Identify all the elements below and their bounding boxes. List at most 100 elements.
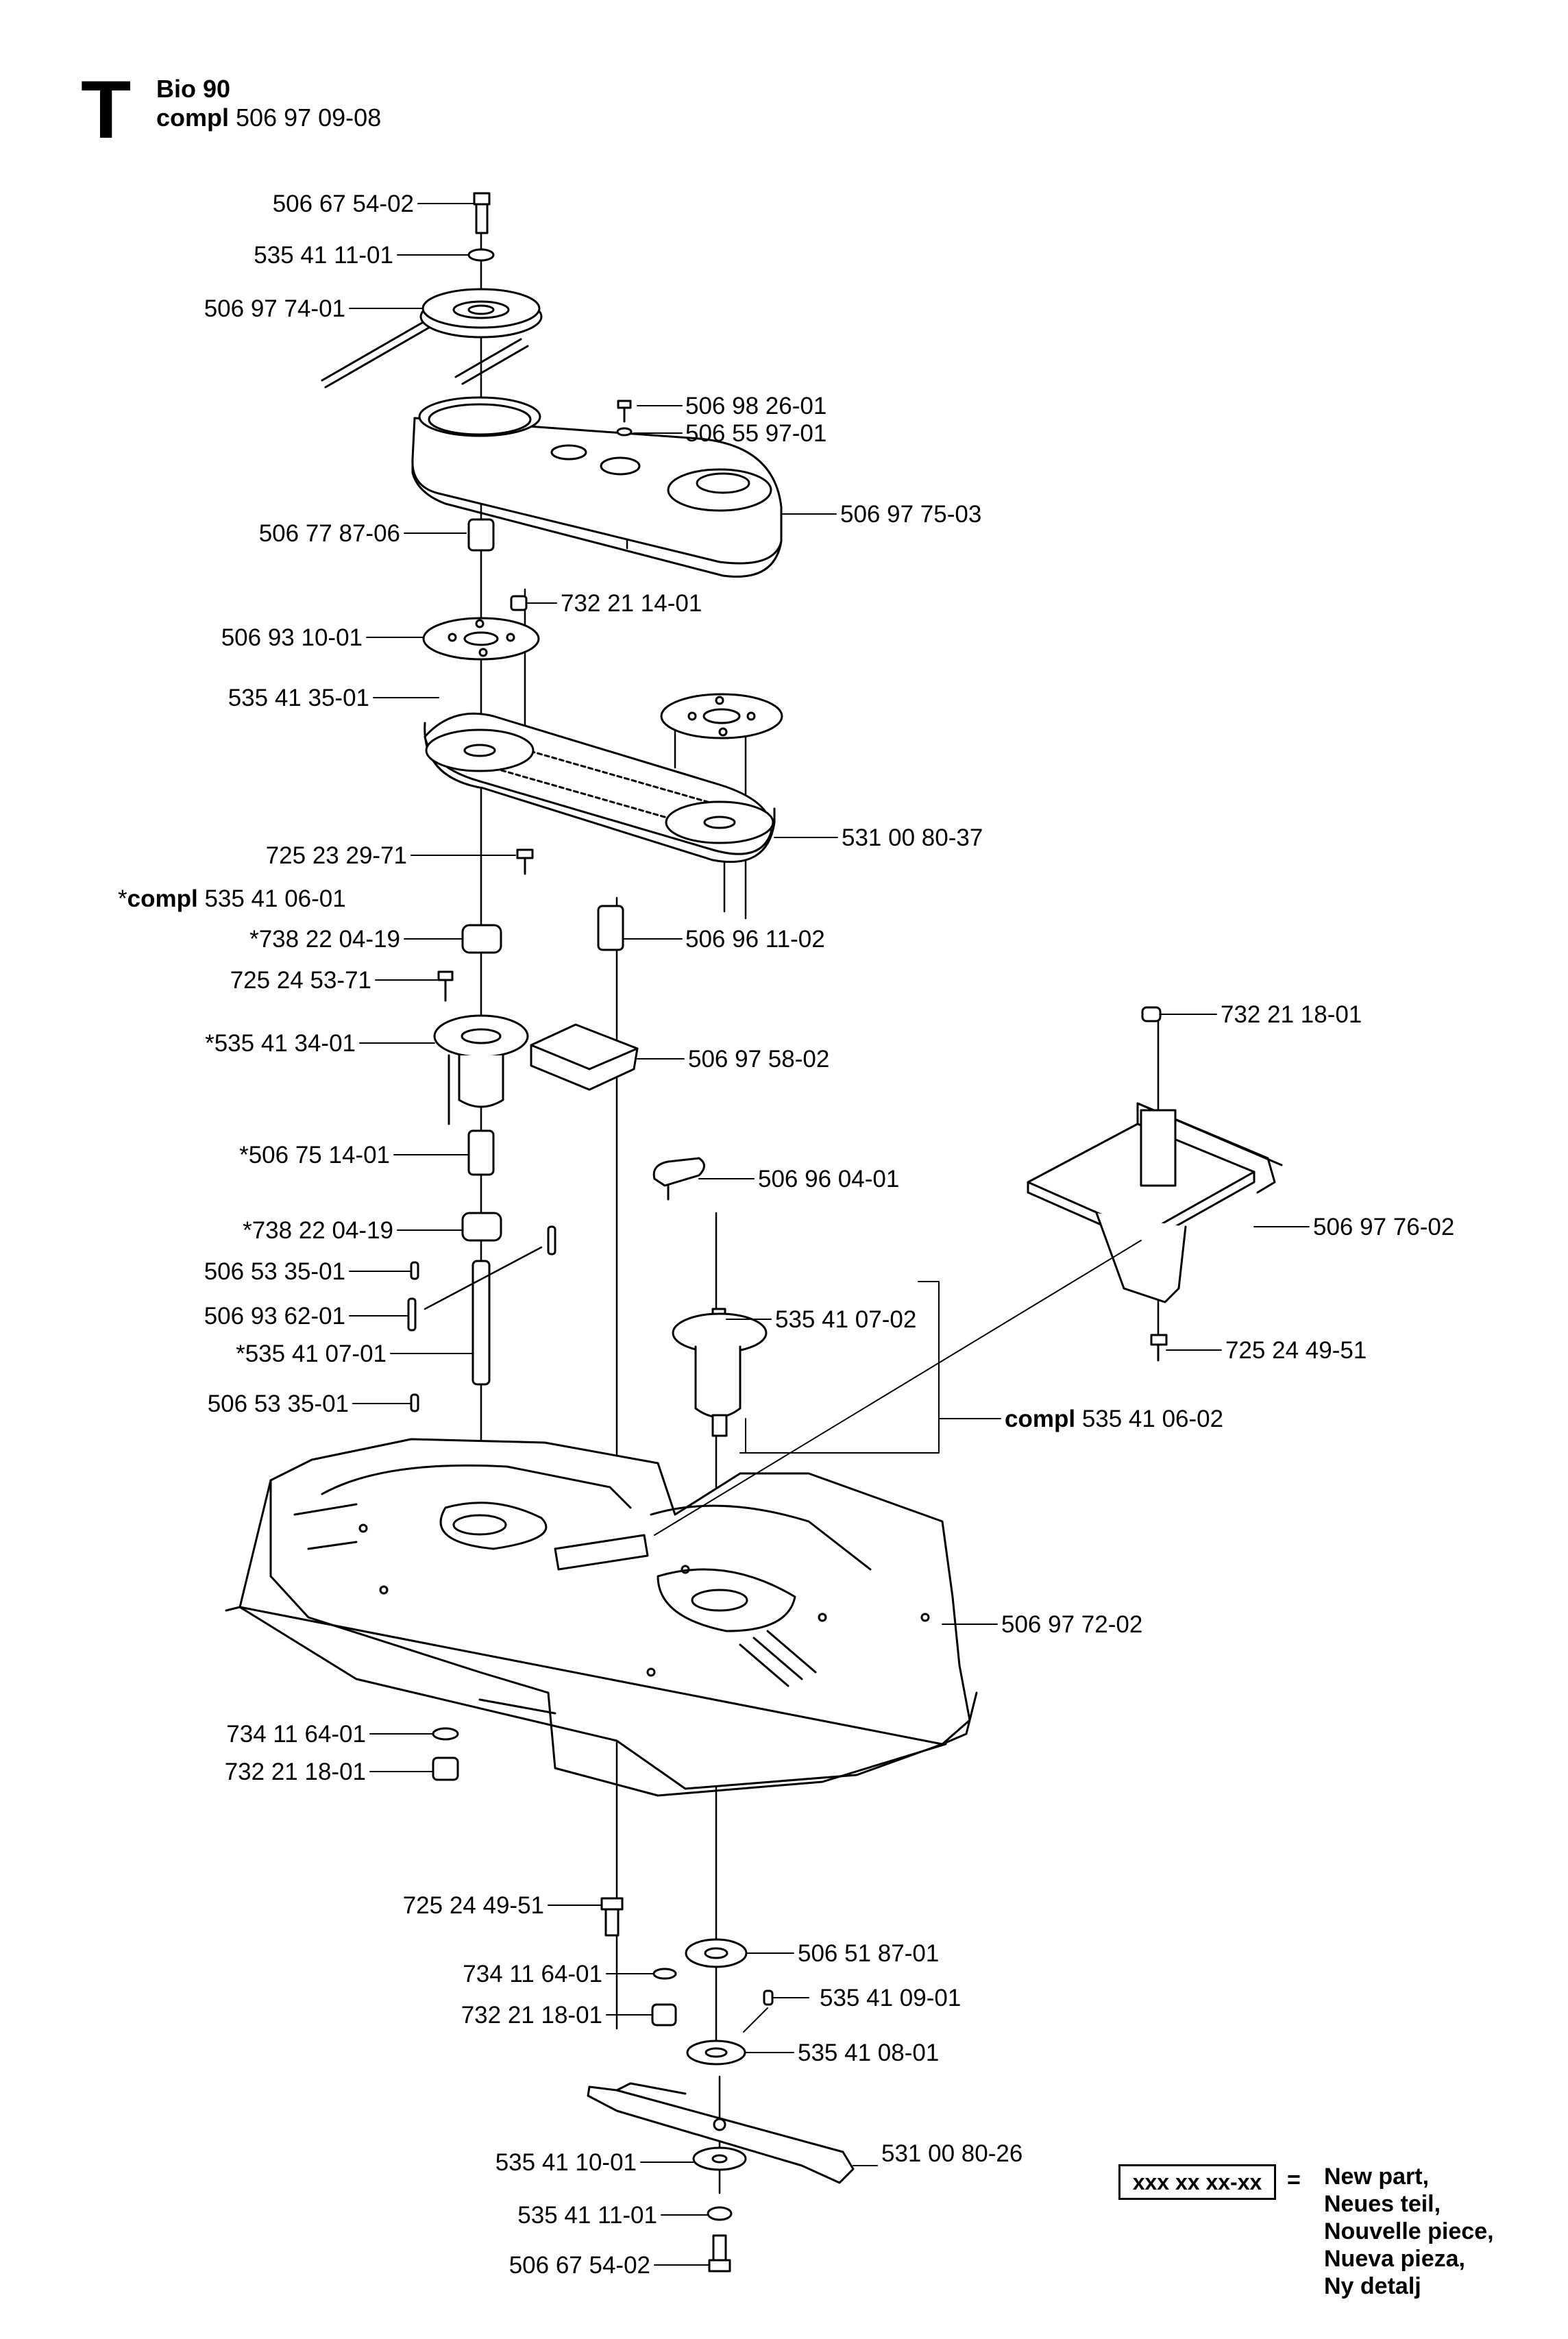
part-label-p20: *506 75 14-01 xyxy=(239,1142,390,1168)
mower-deck xyxy=(225,1438,978,1797)
bolt-lower xyxy=(600,1897,624,1937)
part-label-p26: 506 93 62-01 xyxy=(204,1303,345,1330)
part-number-p20: 506 75 14-01 xyxy=(248,1142,390,1168)
part-label-p37: 535 41 09-01 xyxy=(820,1985,961,2011)
nut-left-lower xyxy=(432,1756,459,1781)
nut-small xyxy=(510,595,528,611)
part-label-p18: 506 97 58-02 xyxy=(688,1046,830,1073)
legend-line-sv: Ny detalj xyxy=(1324,2273,1421,2300)
part-number-p14: 738 22 04-19 xyxy=(258,926,400,953)
part-label-p25: 535 41 07-02 xyxy=(775,1306,917,1333)
part-label-p27: 725 24 49-51 xyxy=(1225,1337,1367,1364)
spacer-sleeve xyxy=(467,518,495,552)
spindle-housing-right xyxy=(672,1308,768,1437)
legend-text: New part, Neues teil, Nouvelle piece, Nu… xyxy=(1324,2163,1494,2301)
part-label-p13: *compl 535 41 06-01 xyxy=(118,885,346,912)
tension-arm xyxy=(652,1157,705,1201)
pin-a xyxy=(547,1225,556,1256)
timing-belt-housing xyxy=(424,712,776,864)
part-label-p10: 535 41 35-01 xyxy=(228,685,369,711)
washer-bottom xyxy=(707,2206,733,2221)
drive-disc-right xyxy=(660,693,783,739)
bolt-top xyxy=(473,192,491,234)
compl-number: 506 97 09-08 xyxy=(236,103,382,132)
spacer-tube-right xyxy=(597,905,624,951)
tension-bracket xyxy=(1027,1006,1283,1362)
part-label-p02: 535 41 11-01 xyxy=(254,242,393,269)
part-label-p24: 506 53 35-01 xyxy=(204,1258,345,1285)
part-label-p39: 535 41 08-01 xyxy=(798,2040,940,2066)
part-number-p13: 535 41 06-01 xyxy=(204,885,346,912)
part-label-p38: 732 21 18-01 xyxy=(461,2002,602,2029)
pin-c xyxy=(407,1297,417,1332)
part-label-p22: *738 22 04-19 xyxy=(243,1217,393,1244)
part-label-p40: 535 41 10-01 xyxy=(495,2149,637,2176)
part-label-p29: 506 53 35-01 xyxy=(207,1391,349,1417)
part-number-p30: 535 41 06-02 xyxy=(1081,1406,1224,1432)
part-label-p07: 506 77 87-06 xyxy=(258,520,400,547)
bearing-lower xyxy=(461,1212,502,1242)
part-label-p11: 531 00 80-37 xyxy=(842,824,983,851)
legend-equals: = xyxy=(1287,2167,1301,2193)
part-label-p19: 732 21 18-01 xyxy=(1221,1001,1362,1028)
blade-washer xyxy=(692,2146,747,2171)
bearing-upper xyxy=(461,924,502,954)
part-label-p33: 732 21 18-01 xyxy=(224,1759,366,1785)
part-label-p06: 506 97 75-03 xyxy=(840,501,982,528)
blade-adapter xyxy=(685,1938,748,1968)
part-label-p23: 506 97 76-02 xyxy=(1313,1214,1455,1240)
legend-placeholder-box: xxx xx xx-xx xyxy=(1118,2164,1276,2200)
part-label-p03: 506 97 74-01 xyxy=(204,295,345,322)
part-label-p41: 531 00 80-26 xyxy=(881,2140,1023,2167)
part-prefix-p13: compl xyxy=(127,885,198,912)
part-label-p17: *535 41 34-01 xyxy=(205,1030,356,1057)
pulley xyxy=(321,288,543,389)
blade-hub xyxy=(686,2040,746,2066)
nut-lower xyxy=(651,2003,677,2026)
pin-b xyxy=(410,1261,419,1280)
part-label-p28: *535 41 07-01 xyxy=(236,1340,387,1367)
leader-lines xyxy=(349,203,1310,2266)
washer-lower xyxy=(652,1968,677,1980)
hub-pin xyxy=(763,1989,774,2006)
tension-bracket-bolt xyxy=(1150,1334,1168,1362)
model-name: Bio 90 xyxy=(156,75,231,103)
part-label-p05: 506 55 97-01 xyxy=(685,420,827,447)
part-label-p01: 506 67 54-02 xyxy=(272,191,414,217)
shaft-left xyxy=(471,1260,491,1386)
part-label-p04: 506 98 26-01 xyxy=(685,393,827,419)
washer-left-lower xyxy=(432,1727,459,1741)
part-label-p43: 506 67 54-02 xyxy=(509,2252,650,2279)
part-label-p21: 506 96 04-01 xyxy=(758,1166,900,1192)
spindle-housing-left xyxy=(433,1014,529,1125)
part-label-p30: compl 535 41 06-02 xyxy=(1005,1407,1223,1431)
legend-line-en: New part, xyxy=(1324,2164,1430,2190)
washer-top xyxy=(467,248,495,262)
legend-line-es: Nueva pieza, xyxy=(1324,2246,1465,2273)
legend-line-de: Neues teil, xyxy=(1324,2191,1441,2218)
section-letter: T xyxy=(81,64,132,156)
part-label-p32: 734 11 64-01 xyxy=(226,1721,366,1748)
part-label-p36: 734 11 64-01 xyxy=(463,1961,602,1987)
pin-d xyxy=(410,1393,419,1412)
cover-screw xyxy=(616,400,633,437)
part-number-p22: 738 22 04-19 xyxy=(252,1217,393,1244)
mounting-bracket xyxy=(530,1023,639,1091)
drive-disc xyxy=(422,617,540,661)
part-label-p09: 506 93 10-01 xyxy=(221,624,363,651)
part-label-p15: 506 96 11-02 xyxy=(685,926,825,953)
part-label-p35: 506 51 87-01 xyxy=(798,1940,940,1967)
mower-blade xyxy=(587,2082,855,2184)
compl-assembly-number: compl 506 97 09-08 xyxy=(156,103,381,132)
part-label-p12: 725 23 29-71 xyxy=(265,842,407,869)
housing-screw xyxy=(516,848,534,875)
part-prefix-p30: compl xyxy=(1005,1406,1076,1432)
part-label-p34: 725 24 49-51 xyxy=(402,1892,544,1919)
bolt-bottom xyxy=(708,2234,731,2273)
spindle-bolt xyxy=(437,970,454,1002)
part-label-p16: 725 24 53-71 xyxy=(230,967,371,994)
compl-word: compl xyxy=(156,103,230,132)
belt-cover xyxy=(411,396,783,578)
